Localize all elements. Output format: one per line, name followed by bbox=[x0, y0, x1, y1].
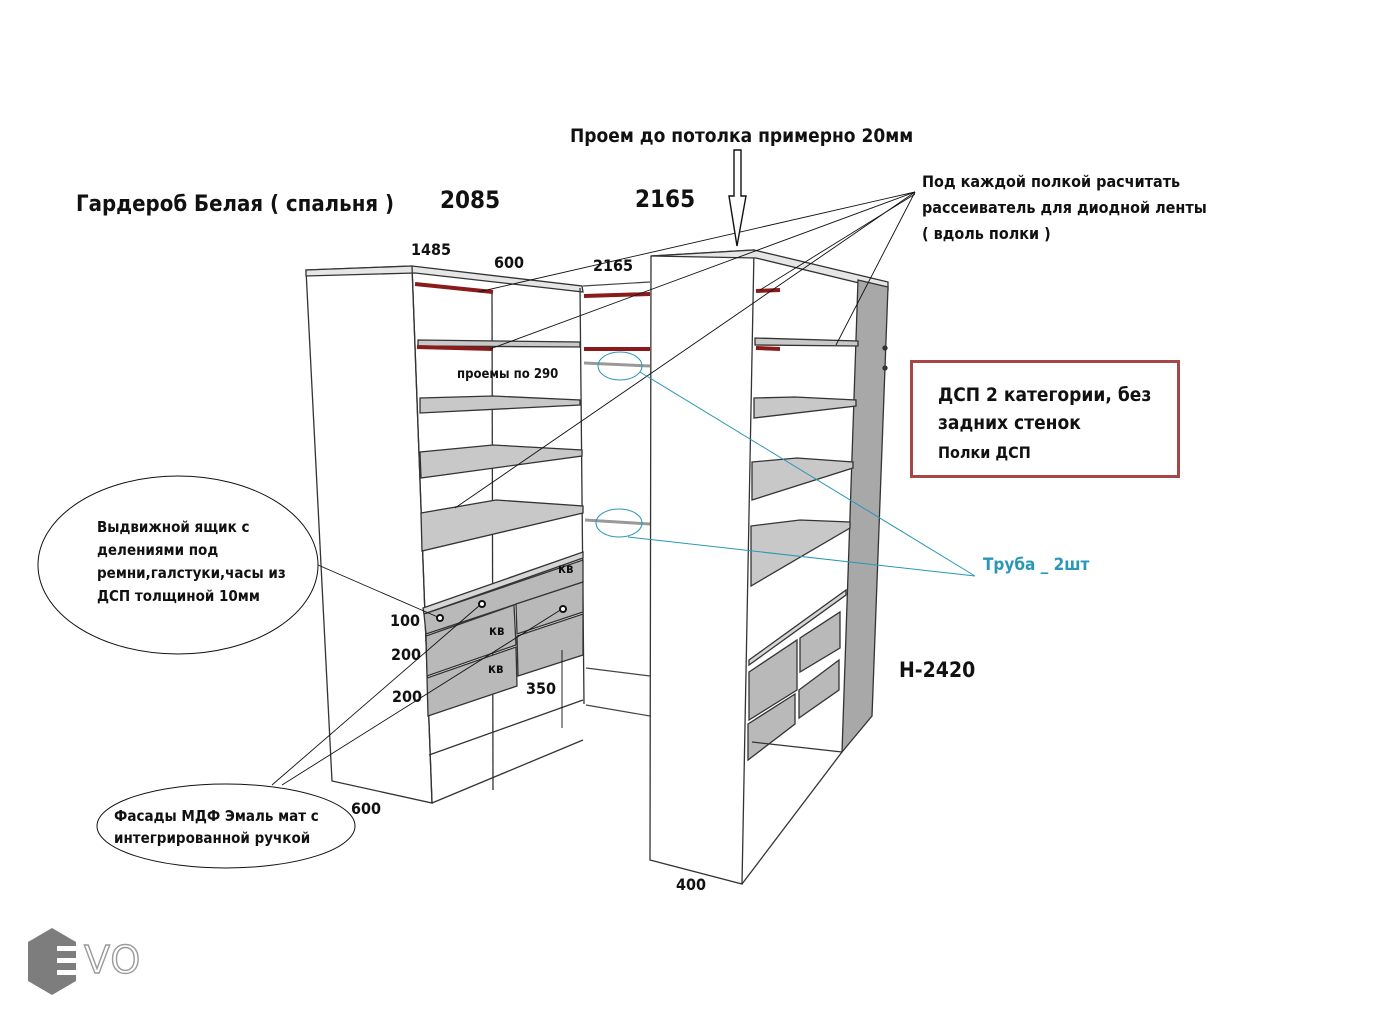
dim-drawer-100: 100 bbox=[390, 611, 421, 630]
floor-edge bbox=[741, 751, 843, 885]
pipe-highlight bbox=[597, 351, 643, 381]
drawer-shelf bbox=[748, 588, 847, 667]
floor-edge bbox=[751, 741, 843, 753]
pipe-note: Труба _ 2шт bbox=[983, 555, 1090, 575]
dim-height: Н-2420 bbox=[899, 658, 976, 682]
material-line-3: Полки ДСП bbox=[938, 443, 1031, 462]
shelf bbox=[753, 396, 857, 419]
dim-drawer-200-2: 200 bbox=[392, 687, 423, 706]
ceiling-arrow bbox=[728, 149, 747, 247]
right-end-panel bbox=[841, 279, 889, 754]
dim-corner: 1485 bbox=[411, 240, 452, 259]
drawer-mark: кв bbox=[488, 662, 504, 677]
dim-floor-gap: 350 bbox=[526, 679, 557, 698]
drawer-note-ellipse bbox=[37, 475, 319, 655]
facade-note: Фасады МДФ Эмаль мат с интегрированной р… bbox=[114, 807, 319, 847]
dim-depth-bottom-left: 600 bbox=[351, 799, 382, 818]
shelf bbox=[419, 444, 583, 479]
logo-mark-e bbox=[57, 946, 79, 975]
drawer-front-200-left bbox=[425, 604, 517, 677]
material-box: ДСП 2 категории, без задних стенок Полки… bbox=[910, 360, 1180, 478]
drawer-front-200-right-2 bbox=[516, 613, 584, 677]
drawer-note: Выдвижной ящик с делениями под ремни,гал… bbox=[97, 518, 286, 605]
floor-edge bbox=[428, 699, 584, 756]
drawer-top bbox=[422, 551, 584, 615]
material-line-2: задних стенок bbox=[938, 412, 1081, 434]
right-cabinet bbox=[649, 249, 889, 885]
dim-drawer-200: 200 bbox=[391, 645, 422, 664]
page-title: Гардероб Белая ( спальня ) bbox=[76, 192, 395, 217]
middle-top-edge bbox=[582, 281, 651, 287]
dim-width-left: 2085 bbox=[440, 186, 501, 214]
shelf bbox=[754, 337, 859, 347]
openings-note: проемы по 290 bbox=[457, 367, 559, 382]
handle-dot bbox=[478, 600, 486, 608]
pipe-callouts bbox=[595, 351, 976, 577]
pipe-highlight bbox=[595, 508, 643, 538]
shelf bbox=[751, 457, 854, 501]
drawer-mark: кв bbox=[489, 624, 505, 639]
led-strip bbox=[414, 282, 494, 294]
led-diffuser-note: Под каждой полкой расчитать рассеиватель… bbox=[922, 172, 1207, 243]
drawer bbox=[799, 610, 841, 674]
drawer-mark: кв bbox=[558, 562, 574, 577]
shelf bbox=[420, 499, 584, 552]
led-strip bbox=[583, 292, 651, 298]
logo-text: VO bbox=[83, 937, 142, 982]
right-front-panel bbox=[649, 249, 755, 885]
leader-lines bbox=[271, 191, 916, 786]
dim-width-right: 2165 bbox=[635, 185, 696, 213]
left-back-vertical bbox=[491, 291, 494, 791]
handle-dot bbox=[559, 605, 567, 613]
ceiling-gap-note: Проем до потолка примерно 20мм bbox=[570, 125, 914, 147]
shelf bbox=[417, 339, 581, 348]
drawer bbox=[748, 638, 798, 722]
dim-depth-bottom-right: 400 bbox=[676, 875, 707, 894]
material-line-1: ДСП 2 категории, без bbox=[938, 384, 1152, 406]
hanging-rail bbox=[583, 361, 651, 368]
led-strip bbox=[755, 288, 781, 293]
facade-note-ellipse bbox=[96, 783, 356, 869]
drawer bbox=[798, 658, 840, 720]
hinge-dot bbox=[882, 365, 888, 371]
dim-depth-top-mid: 2165 bbox=[593, 256, 634, 275]
middle-bottom-edge bbox=[585, 667, 651, 677]
shelf bbox=[750, 519, 851, 588]
drawer-handles bbox=[436, 600, 567, 622]
drawer-front-200-right bbox=[515, 581, 584, 635]
shelf bbox=[419, 395, 581, 414]
drawer-front-200-left-2 bbox=[426, 646, 518, 717]
left-side-panel bbox=[305, 265, 433, 804]
logo-hexagon bbox=[28, 928, 76, 995]
handle-dot bbox=[436, 614, 444, 622]
led-strip bbox=[755, 346, 781, 351]
dim-depth-top-left: 600 bbox=[494, 253, 525, 272]
hinge-dot bbox=[882, 345, 888, 351]
floor-edge bbox=[431, 739, 584, 804]
left-cabinet bbox=[305, 265, 585, 804]
middle-floor-edge bbox=[585, 704, 651, 717]
hanging-rail bbox=[584, 518, 651, 526]
led-strip bbox=[416, 345, 494, 351]
